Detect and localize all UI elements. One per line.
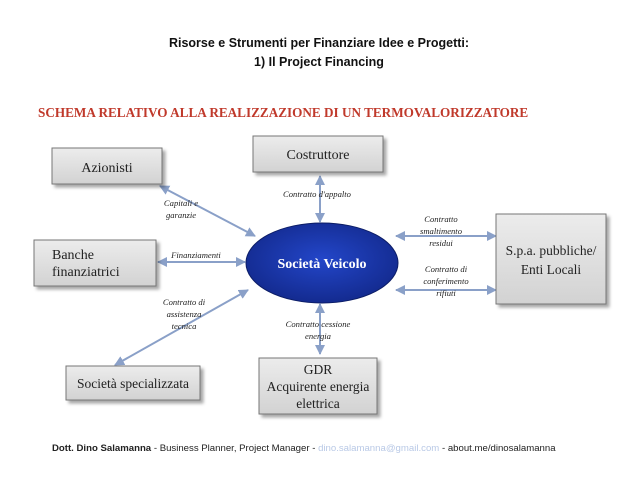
node-spa-enti-locali: S.p.a. pubbliche/ Enti Locali — [495, 213, 607, 305]
footer-site-link[interactable]: about.me/dinosalamanna — [447, 443, 556, 454]
node-costruttore: Costruttore — [252, 135, 384, 173]
svg-text:finanziatrici: finanziatrici — [52, 265, 120, 280]
svg-text:Società specializzata: Società specializzata — [77, 376, 189, 391]
arrow-azionisti — [159, 185, 256, 237]
svg-text:S.p.a. pubbliche/: S.p.a. pubbliche/ — [506, 243, 597, 258]
slide-title-line1: Risorse e Strumenti per Finanziare Idee … — [168, 36, 470, 50]
footer-author: Dott. Dino Salamanna — [52, 443, 152, 454]
svg-text:Acquirente energia: Acquirente energia — [267, 379, 370, 394]
svg-text:elettrica: elettrica — [296, 396, 339, 411]
footer-roles: Business Planner, Project Manager — [159, 443, 310, 454]
svg-text:residui: residui — [429, 238, 453, 248]
svg-text:garanzie: garanzie — [166, 210, 196, 220]
svg-text:Contratto di: Contratto di — [425, 264, 468, 274]
svg-text:tecnica: tecnica — [172, 321, 197, 331]
label-capitali-garanzie: Capitali e garanzie — [164, 198, 198, 220]
footer-email-link[interactable]: dino.salamanna@gmail.com — [318, 443, 440, 454]
svg-text:energia: energia — [305, 331, 331, 341]
svg-text:Costruttore: Costruttore — [287, 148, 350, 163]
label-contratto-cessione: Contratto cessione energia — [286, 319, 351, 341]
svg-text:conferimento: conferimento — [423, 276, 469, 286]
arrow-societa-specializzata — [114, 289, 249, 366]
diagram-heading: SCHEMA RELATIVO ALLA REALIZZAZIONE DI UN… — [38, 105, 528, 120]
svg-text:assistenza: assistenza — [167, 309, 202, 319]
label-finanziamenti: Finanziamenti — [170, 250, 221, 260]
arrows — [114, 175, 497, 366]
svg-text:Capitali e: Capitali e — [164, 198, 198, 208]
label-assistenza-tecnica: Contratto di assistenza tecnica — [163, 297, 206, 331]
svg-text:Contratto: Contratto — [424, 214, 458, 224]
svg-text:smaltimento: smaltimento — [420, 226, 463, 236]
label-contratto-appalto: Contratto d'appalto — [283, 189, 352, 199]
node-banche-finanziatrici: Banche finanziatrici — [33, 239, 157, 287]
label-contratto-conferimento: Contratto di conferimento rifiuti — [423, 264, 469, 298]
slide-title-line2: 1) Il Project Financing — [254, 55, 384, 69]
svg-text:GDR: GDR — [304, 362, 333, 377]
node-azionisti: Azionisti — [51, 147, 163, 185]
svg-text:Enti Locali: Enti Locali — [521, 262, 582, 277]
node-societa-specializzata: Società specializzata — [65, 365, 201, 401]
svg-text:Contratto cessione: Contratto cessione — [286, 319, 351, 329]
svg-text:Azionisti: Azionisti — [81, 161, 132, 176]
node-societa-veicolo: Società Veicolo — [245, 222, 399, 304]
svg-text:Banche: Banche — [52, 248, 94, 263]
footer: Dott. Dino Salamanna - Business Planner,… — [52, 443, 556, 454]
svg-text:rifiuti: rifiuti — [436, 288, 456, 298]
termovalorizzatore-diagram: SCHEMA RELATIVO ALLA REALIZZAZIONE DI UN… — [33, 105, 607, 415]
svg-text:Finanziamenti: Finanziamenti — [170, 250, 221, 260]
label-contratto-smaltimento: Contratto smaltimento residui — [420, 214, 463, 248]
svg-text:Contratto d'appalto: Contratto d'appalto — [283, 189, 352, 199]
node-gdr: GDR Acquirente energia elettrica — [258, 357, 378, 415]
svg-text:Società Veicolo: Società Veicolo — [277, 257, 366, 272]
svg-text:Contratto di: Contratto di — [163, 297, 206, 307]
